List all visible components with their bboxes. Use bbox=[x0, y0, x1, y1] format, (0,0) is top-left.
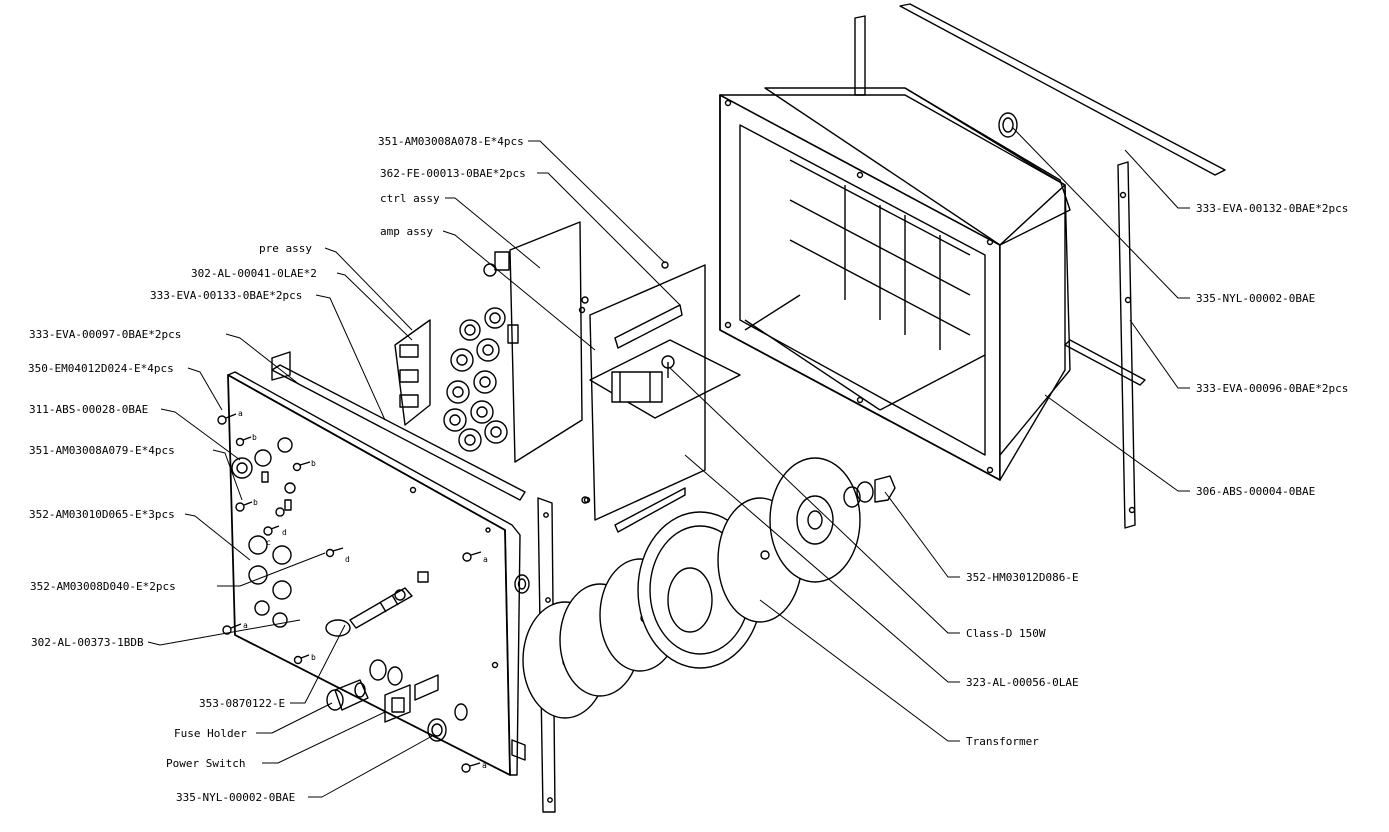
screw-tag-d: d bbox=[345, 555, 350, 564]
label-352-am03008d040: 352-AM03008D040-E*2pcs bbox=[30, 580, 176, 593]
label-352-hm03012d086: 352-HM03012D086-E bbox=[966, 571, 1079, 584]
label-352-am03010d065: 352-AM03010D065-E*3pcs bbox=[29, 508, 175, 521]
screw-tag-c: c bbox=[266, 538, 271, 547]
ctrl-assy-board bbox=[443, 221, 583, 463]
label-311-abs-00028: 311-ABS-00028-0BAE bbox=[29, 403, 148, 416]
label-class-d-150w: Class-D 150W bbox=[966, 627, 1046, 640]
screws bbox=[217, 306, 591, 773]
label-335-nyl-00002-top: 335-NYL-00002-0BAE bbox=[1196, 292, 1315, 305]
screw-tags: a b b b c d d a a b a bbox=[238, 409, 488, 770]
front-panel bbox=[227, 371, 521, 776]
label-302-al-00041: 302-AL-00041-0LAE*2 bbox=[191, 267, 317, 280]
screw-tag-b: b bbox=[311, 653, 316, 662]
eva-strip-vertical bbox=[854, 15, 866, 96]
label-amp-assy: amp assy bbox=[380, 225, 433, 238]
fuse-holder bbox=[326, 679, 369, 711]
transformer bbox=[522, 457, 861, 719]
label-ctrl-assy: ctrl assy bbox=[380, 192, 440, 205]
screw-tag-b: b bbox=[253, 498, 258, 507]
label-362-fe-00013: 362-FE-00013-0BAE*2pcs bbox=[380, 167, 526, 180]
label-351-am03008a078: 351-AM03008A078-E*4pcs bbox=[378, 135, 524, 148]
nut-washer-stack bbox=[843, 475, 896, 508]
shaft-353 bbox=[325, 587, 413, 637]
knob-row bbox=[443, 307, 508, 452]
label-333-eva-00132: 333-EVA-00132-0BAE*2pcs bbox=[1196, 202, 1348, 215]
label-333-eva-00096: 333-EVA-00096-0BAE*2pcs bbox=[1196, 382, 1348, 395]
eva-strip-lower bbox=[1064, 339, 1146, 386]
label-pre-assy: pre assy bbox=[259, 242, 312, 255]
screw-tag-a: a bbox=[238, 409, 243, 418]
screw-tag-b: b bbox=[311, 459, 316, 468]
label-335-nyl-00002-bottom: 335-NYL-00002-0BAE bbox=[176, 791, 295, 804]
label-333-eva-00097: 333-EVA-00097-0BAE*2pcs bbox=[29, 328, 181, 341]
label-351-am03008a079: 351-AM03008A079-E*4pcs bbox=[29, 444, 175, 457]
screw-tag-a: a bbox=[483, 555, 488, 564]
enclosure-box bbox=[719, 87, 1071, 481]
label-323-al-00056: 323-AL-00056-0LAE bbox=[966, 676, 1079, 689]
screw-tag-d: d bbox=[282, 528, 287, 537]
eva-strip-00132 bbox=[899, 3, 1226, 176]
label-306-abs-00004: 306-ABS-00004-0BAE bbox=[1196, 485, 1315, 498]
leader-lines bbox=[147, 126, 1190, 798]
callout-labels: 351-AM03008A078-E*4pcs 362-FE-00013-0BAE… bbox=[28, 135, 1348, 804]
screw-tag-b: b bbox=[252, 433, 257, 442]
grommet-bottom bbox=[427, 718, 447, 742]
label-350-em04012d024: 350-EM04012D024-E*4pcs bbox=[28, 362, 174, 375]
label-302-al-00373: 302-AL-00373-1BDB bbox=[31, 636, 144, 649]
eva-strip-00096 bbox=[1117, 161, 1136, 529]
screw-tag-a: a bbox=[482, 761, 487, 770]
power-switch bbox=[384, 684, 411, 723]
grommet-top bbox=[998, 112, 1018, 138]
label-333-eva-00133: 333-EVA-00133-0BAE*2pcs bbox=[150, 289, 302, 302]
label-transformer: Transformer bbox=[966, 735, 1039, 748]
pre-assy-board bbox=[394, 319, 431, 426]
label-fuse-holder: Fuse Holder bbox=[174, 727, 247, 740]
label-353-0870122: 353-0870122-E bbox=[199, 697, 285, 710]
amp-assy bbox=[581, 261, 741, 533]
label-power-switch: Power Switch bbox=[166, 757, 245, 770]
screw-tag-a: a bbox=[243, 621, 248, 630]
